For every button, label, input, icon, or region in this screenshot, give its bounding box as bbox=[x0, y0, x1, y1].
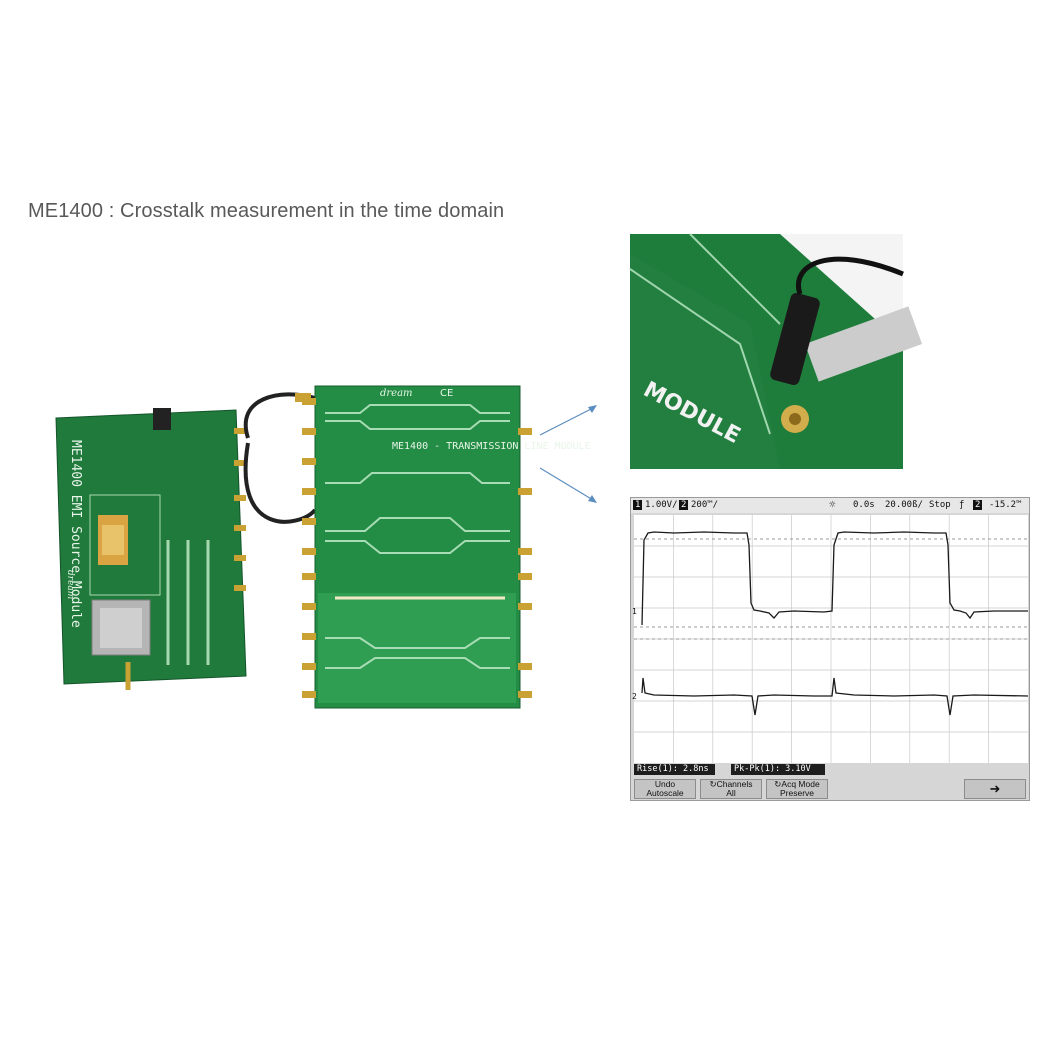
delay-value: 0.0s bbox=[853, 500, 875, 510]
ch1-indicator: 1 bbox=[633, 500, 643, 510]
sun-icon: ☼ bbox=[829, 498, 836, 511]
emi-module-label: ME1400 EMI Source Module bbox=[68, 440, 83, 628]
probe-closeup-photo: MODULE bbox=[629, 233, 923, 469]
oscilloscope-screen: 1 1.00V/ 2 200™/ ☼ 0.0s 20.00ß/ Stop ƒ 2… bbox=[630, 497, 1030, 801]
waveform-svg: 1 2 bbox=[632, 515, 1029, 763]
emi-module-logo: dream bbox=[65, 570, 75, 599]
waveform-display: 1 2 bbox=[632, 515, 1029, 763]
scope-status-bar: 1 1.00V/ 2 200™/ ☼ 0.0s 20.00ß/ Stop ƒ 2… bbox=[631, 498, 1029, 513]
graticule bbox=[634, 515, 1028, 763]
pk-pk-measurement: Pk-Pk(1): 3.10V bbox=[731, 764, 825, 775]
undo-autoscale-softkey[interactable]: Undo Autoscale bbox=[634, 779, 696, 799]
transmission-line-module-photo: dream CE ME1400 - TRANSMISSION LINE MODU… bbox=[302, 385, 591, 709]
tl-module-label: ME1400 - TRANSMISSION LINE MODULE bbox=[392, 441, 591, 452]
ce-mark: CE bbox=[440, 388, 453, 399]
acq-mode-softkey[interactable]: ↻Acq Mode Preserve bbox=[766, 779, 828, 799]
pointer-arrows bbox=[539, 405, 597, 503]
up-arrow-icon: ➜ bbox=[989, 781, 1001, 796]
rise-time-measurement: Rise(1): 2.8ns bbox=[634, 764, 715, 775]
page-title: ME1400 : Crosstalk measurement in the ti… bbox=[28, 200, 505, 222]
run-state: Stop bbox=[929, 500, 951, 510]
trigger-level: -15.2™ bbox=[989, 500, 1022, 510]
channels-all-softkey[interactable]: ↻Channels All bbox=[700, 779, 762, 799]
ch2-trace bbox=[641, 677, 1029, 716]
ch1-trace bbox=[641, 531, 1028, 626]
up-arrow-softkey[interactable]: ➜ bbox=[964, 779, 1026, 799]
ch2-scale: 200™/ bbox=[691, 500, 719, 510]
emi-source-module-photo: ME1400 EMI Source Module dream bbox=[55, 408, 247, 690]
ch1-scale: 1.00V/ bbox=[645, 500, 678, 510]
ch2-marker: 2 bbox=[632, 692, 637, 701]
trigger-channel: 2 bbox=[973, 500, 983, 510]
tl-module-logo: dream bbox=[380, 388, 413, 399]
coax-cable bbox=[243, 392, 317, 524]
ch2-indicator: 2 bbox=[679, 500, 689, 510]
ch1-marker: 1 bbox=[632, 607, 637, 616]
timebase-value: 20.00ß/ bbox=[885, 500, 923, 510]
trigger-edge-icon: ƒ bbox=[959, 500, 965, 510]
